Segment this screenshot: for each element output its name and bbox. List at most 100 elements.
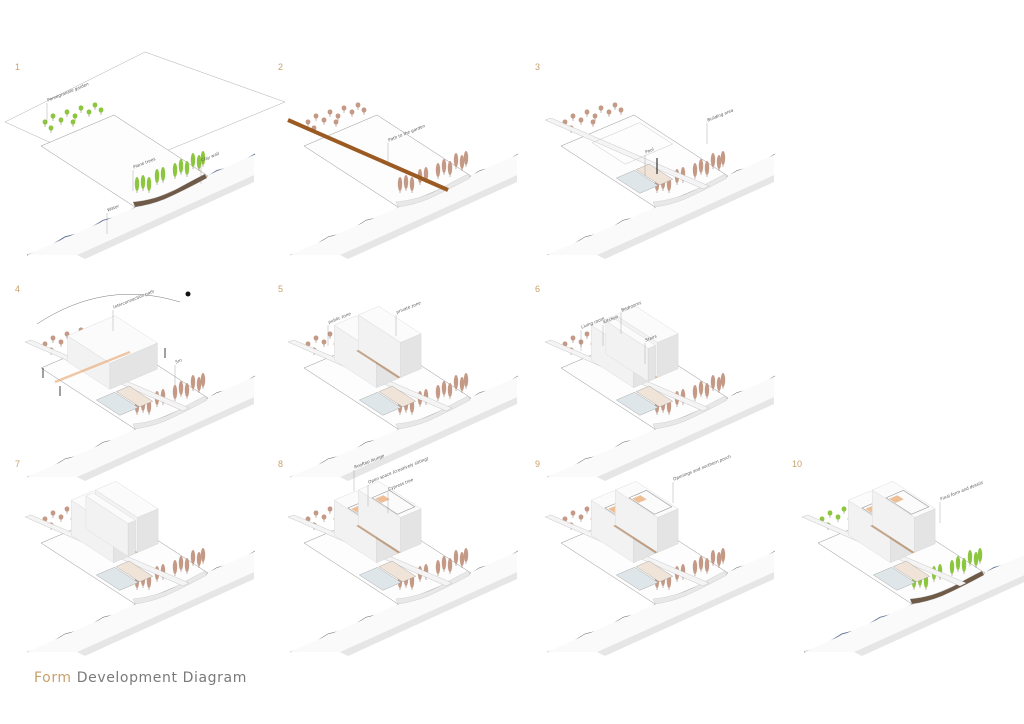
cypress-tree-crown [172, 163, 178, 177]
garden-tree-crown [333, 119, 339, 125]
cypress-tree-crown [184, 161, 190, 175]
volume-private-accent [889, 495, 904, 503]
diagram-label: Kitchen [602, 314, 619, 325]
garden-tree-crown [48, 125, 54, 131]
clay-wall [132, 570, 208, 605]
cypress-tree-crown [961, 558, 967, 572]
garden-tree-crown [313, 335, 319, 341]
cypress-tree-crown [720, 373, 726, 387]
step-number: 5 [278, 284, 284, 294]
path-gap [870, 524, 915, 554]
cypress-tree-crown [453, 550, 459, 564]
garden-tree-crown [578, 514, 584, 520]
garden-tree-crown [58, 117, 64, 123]
volume-private-cutout [885, 490, 930, 515]
pool [872, 567, 916, 591]
road [854, 575, 1024, 656]
courtyard [635, 385, 674, 408]
cypress-tree-crown [172, 560, 178, 574]
garden-tree-crown [321, 339, 327, 345]
courtyard [115, 560, 154, 583]
cypress-tree-crown [692, 385, 698, 399]
cypress-tree-crown [409, 177, 415, 191]
transparent-volume-top [67, 315, 158, 364]
site-plate [303, 114, 472, 208]
cypress-tree-crown [190, 375, 196, 389]
cypress-tree-crown [463, 373, 469, 387]
garden-tree-crown [612, 102, 618, 108]
garden-tree-crown [98, 107, 104, 113]
garden-tree-crown [598, 105, 604, 111]
cypress-tree-crown [692, 163, 698, 177]
cypress-tree-crown [463, 548, 469, 562]
clay-wall [395, 570, 471, 605]
cypress-tree-crown [196, 552, 202, 566]
cypress-tree-crown [190, 153, 196, 167]
road [77, 572, 254, 656]
volume-private-top [94, 481, 159, 518]
garden-tree-crown [58, 339, 64, 345]
cypress-tree-crown [453, 375, 459, 389]
garden-tree-crown [618, 107, 624, 113]
step-number: 7 [15, 459, 21, 469]
diagram-label: 5m [174, 357, 182, 364]
building-area [591, 122, 674, 165]
road [77, 397, 254, 481]
cypress-tree-crown [704, 383, 710, 397]
clay-wall [652, 570, 728, 605]
volume-kitchen-top [85, 492, 136, 524]
cypress-tree-crown [200, 373, 206, 387]
diagram-label: Pomegranate garden [46, 81, 89, 102]
garden-tree-crown [321, 117, 327, 123]
garden-tree-crown [64, 109, 70, 115]
step-number: 4 [15, 284, 21, 294]
garden-tree-crown [64, 506, 70, 512]
garden-tree-crown [361, 107, 367, 113]
volume-private-top [614, 481, 679, 518]
clay-wall [395, 395, 471, 430]
cypress-tree-crown [423, 167, 429, 181]
diagram-label: Stairs [644, 333, 658, 342]
garden-path [287, 118, 449, 192]
clay-wall [132, 395, 208, 430]
cypress-tree-crown [698, 556, 704, 570]
garden-tree-crown [58, 514, 64, 520]
cypress-tree-crown [160, 167, 166, 181]
volume-private-top [357, 306, 422, 343]
step-number: 6 [535, 284, 541, 294]
diagram-label: Pool [644, 146, 655, 154]
step-number: 2 [278, 62, 284, 72]
cypress-tree-crown [154, 169, 160, 183]
courtyard [378, 385, 417, 408]
courtyard [378, 560, 417, 583]
cypress-tree-crown [435, 163, 441, 177]
cypress-tree-crown [692, 560, 698, 574]
cypress-tree-crown [698, 159, 704, 173]
garden-tree-crown [50, 113, 56, 119]
cypress-tree-crown [200, 151, 206, 165]
volume-private-top [871, 481, 936, 518]
step-number: 1 [15, 62, 21, 72]
pool [95, 392, 139, 416]
step-drawing: Final form and details [801, 480, 1024, 656]
garden-tree-crown [327, 506, 333, 512]
clay-wall [132, 173, 208, 208]
garden-tree-crown [341, 105, 347, 111]
cypress-tree-crown [200, 548, 206, 562]
pool [358, 567, 402, 591]
volume-kitchen-front [127, 520, 136, 557]
garden-tree-crown [305, 119, 311, 125]
road [340, 572, 517, 656]
volume-kitchen-top [605, 317, 656, 349]
step-number: 8 [278, 459, 284, 469]
cypress-tree-crown [716, 155, 722, 169]
volume-private-cutout [371, 490, 416, 515]
sun-path [36, 294, 181, 325]
volume-private-accent [632, 495, 647, 503]
